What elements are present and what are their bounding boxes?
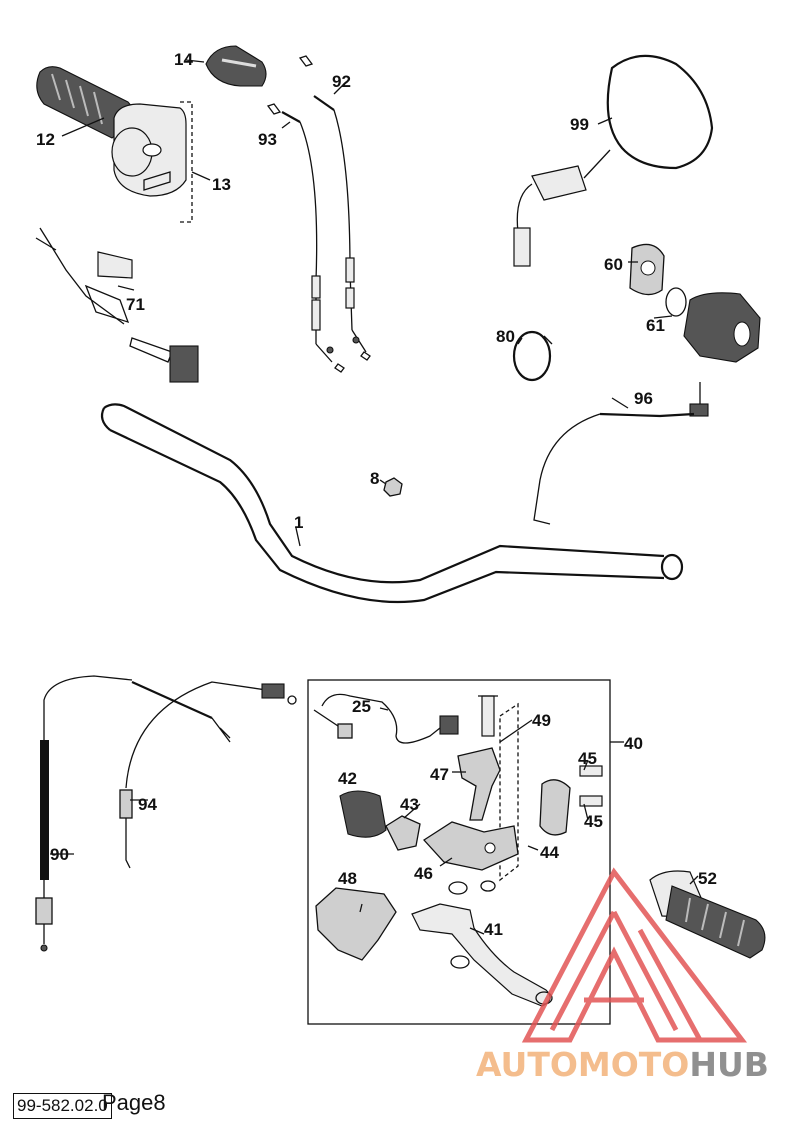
watermark-logo: AUTOMOTOHUB bbox=[476, 867, 769, 1084]
callout-92: 92 bbox=[332, 72, 351, 91]
part-47-bracket bbox=[457, 747, 501, 821]
callout-99: 99 bbox=[570, 115, 589, 134]
callout-1: 1 bbox=[294, 513, 303, 532]
callout-49: 49 bbox=[532, 711, 551, 730]
callout-45-bottom: 45 bbox=[584, 812, 603, 831]
callout-44: 44 bbox=[540, 843, 559, 862]
part-71-switch bbox=[35, 227, 199, 383]
part-41-lever bbox=[411, 903, 553, 1007]
box-40 bbox=[307, 679, 611, 1025]
part-14-cover bbox=[205, 45, 267, 87]
part-44-45-clamp bbox=[539, 765, 603, 836]
part-46-lever-mount bbox=[423, 821, 519, 871]
callout-40: 40 bbox=[624, 734, 643, 753]
callout-93: 93 bbox=[258, 130, 277, 149]
callout-90: 90 bbox=[50, 845, 69, 864]
part-60-61-switch-housing bbox=[629, 243, 761, 363]
leader-12 bbox=[61, 117, 105, 137]
callout-48: 48 bbox=[338, 869, 357, 888]
callout-47: 47 bbox=[430, 765, 449, 784]
part-90-cable bbox=[35, 675, 133, 952]
part-92-93-throttle-cables bbox=[266, 55, 371, 373]
callout-14: 14 bbox=[174, 50, 193, 69]
callout-41: 41 bbox=[484, 920, 503, 939]
callout-46: 46 bbox=[414, 864, 433, 883]
leader-lines bbox=[50, 59, 699, 935]
callout-52: 52 bbox=[698, 869, 717, 888]
leader-13 bbox=[191, 171, 211, 181]
part-48-cover bbox=[315, 887, 397, 961]
part-42-43-adjuster bbox=[339, 790, 421, 851]
callout-45-top: 45 bbox=[578, 749, 597, 768]
callout-94: 94 bbox=[138, 795, 157, 814]
callout-8: 8 bbox=[370, 469, 379, 488]
part-99-mirror bbox=[513, 54, 714, 267]
callout-13: 13 bbox=[212, 175, 231, 194]
bracket-13 bbox=[180, 101, 193, 223]
watermark-text: AUTOMOTOHUB bbox=[476, 1045, 769, 1084]
document-code: 99-582.02.0 bbox=[13, 1093, 112, 1119]
part-12-throttle-grip bbox=[36, 66, 187, 197]
callout-43: 43 bbox=[400, 795, 419, 814]
part-25-switch-cable bbox=[313, 693, 459, 744]
part-1-handlebar bbox=[100, 403, 684, 604]
callout-25: 25 bbox=[352, 697, 371, 716]
washers bbox=[448, 880, 496, 969]
callout-96: 96 bbox=[634, 389, 653, 408]
callout-60: 60 bbox=[604, 255, 623, 274]
part-96-cable bbox=[533, 382, 709, 525]
callout-71: 71 bbox=[126, 295, 145, 314]
callout-42: 42 bbox=[338, 769, 357, 788]
part-8-nut bbox=[383, 477, 403, 497]
part-49-bolt bbox=[478, 695, 519, 882]
callout-80: 80 bbox=[496, 327, 515, 346]
callout-61: 61 bbox=[646, 316, 665, 335]
part-94-cable bbox=[119, 680, 297, 869]
part-52-grip bbox=[649, 870, 766, 959]
callout-12: 12 bbox=[36, 130, 55, 149]
page-number: Page8 bbox=[102, 1090, 166, 1115]
callout-labels: 14 12 13 92 93 71 99 60 61 80 96 8 1 25 … bbox=[36, 50, 717, 939]
part-80-clamp bbox=[512, 330, 553, 382]
